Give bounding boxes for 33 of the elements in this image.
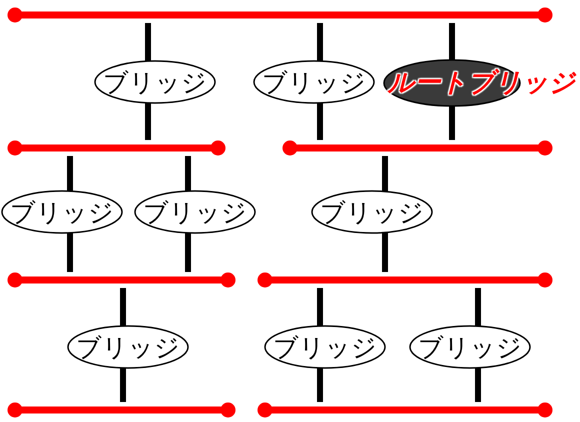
bridge-ellipse: ブリッジ [253, 60, 375, 104]
connector-line [120, 288, 126, 326]
network-segment [7, 140, 226, 156]
connector-line [449, 23, 455, 60]
connector-line [145, 102, 151, 140]
network-segment [7, 7, 553, 23]
connector-line [67, 232, 73, 272]
connector-line [317, 23, 323, 62]
connector-line [475, 288, 481, 326]
connector-line [185, 156, 191, 192]
network-segment [257, 402, 553, 418]
bridge-ellipse: ブリッジ [311, 190, 433, 234]
connector-line [120, 368, 126, 402]
connector-line [317, 102, 323, 140]
bridge-ellipse: ブリッジ [134, 190, 256, 234]
network-segment [7, 402, 236, 418]
connector-line [449, 106, 455, 140]
bridge-ellipse: ブリッジ [264, 325, 386, 369]
network-segment [7, 272, 236, 288]
connector-line [317, 288, 323, 326]
bridge-ellipse: ブリッジ [409, 325, 531, 369]
connector-line [317, 368, 323, 402]
connector-line [382, 156, 388, 192]
bridge-ellipse: ブリッジ [67, 325, 189, 369]
connector-line [145, 23, 151, 62]
connector-line [382, 232, 388, 272]
bridge-ellipse: ブリッジ [94, 60, 216, 104]
network-segment [257, 272, 553, 288]
bridge-ellipse: ブリッジ [1, 190, 123, 234]
connector-line [185, 232, 191, 272]
connector-line [67, 156, 73, 192]
connector-line [475, 368, 481, 402]
network-segment [282, 140, 553, 156]
